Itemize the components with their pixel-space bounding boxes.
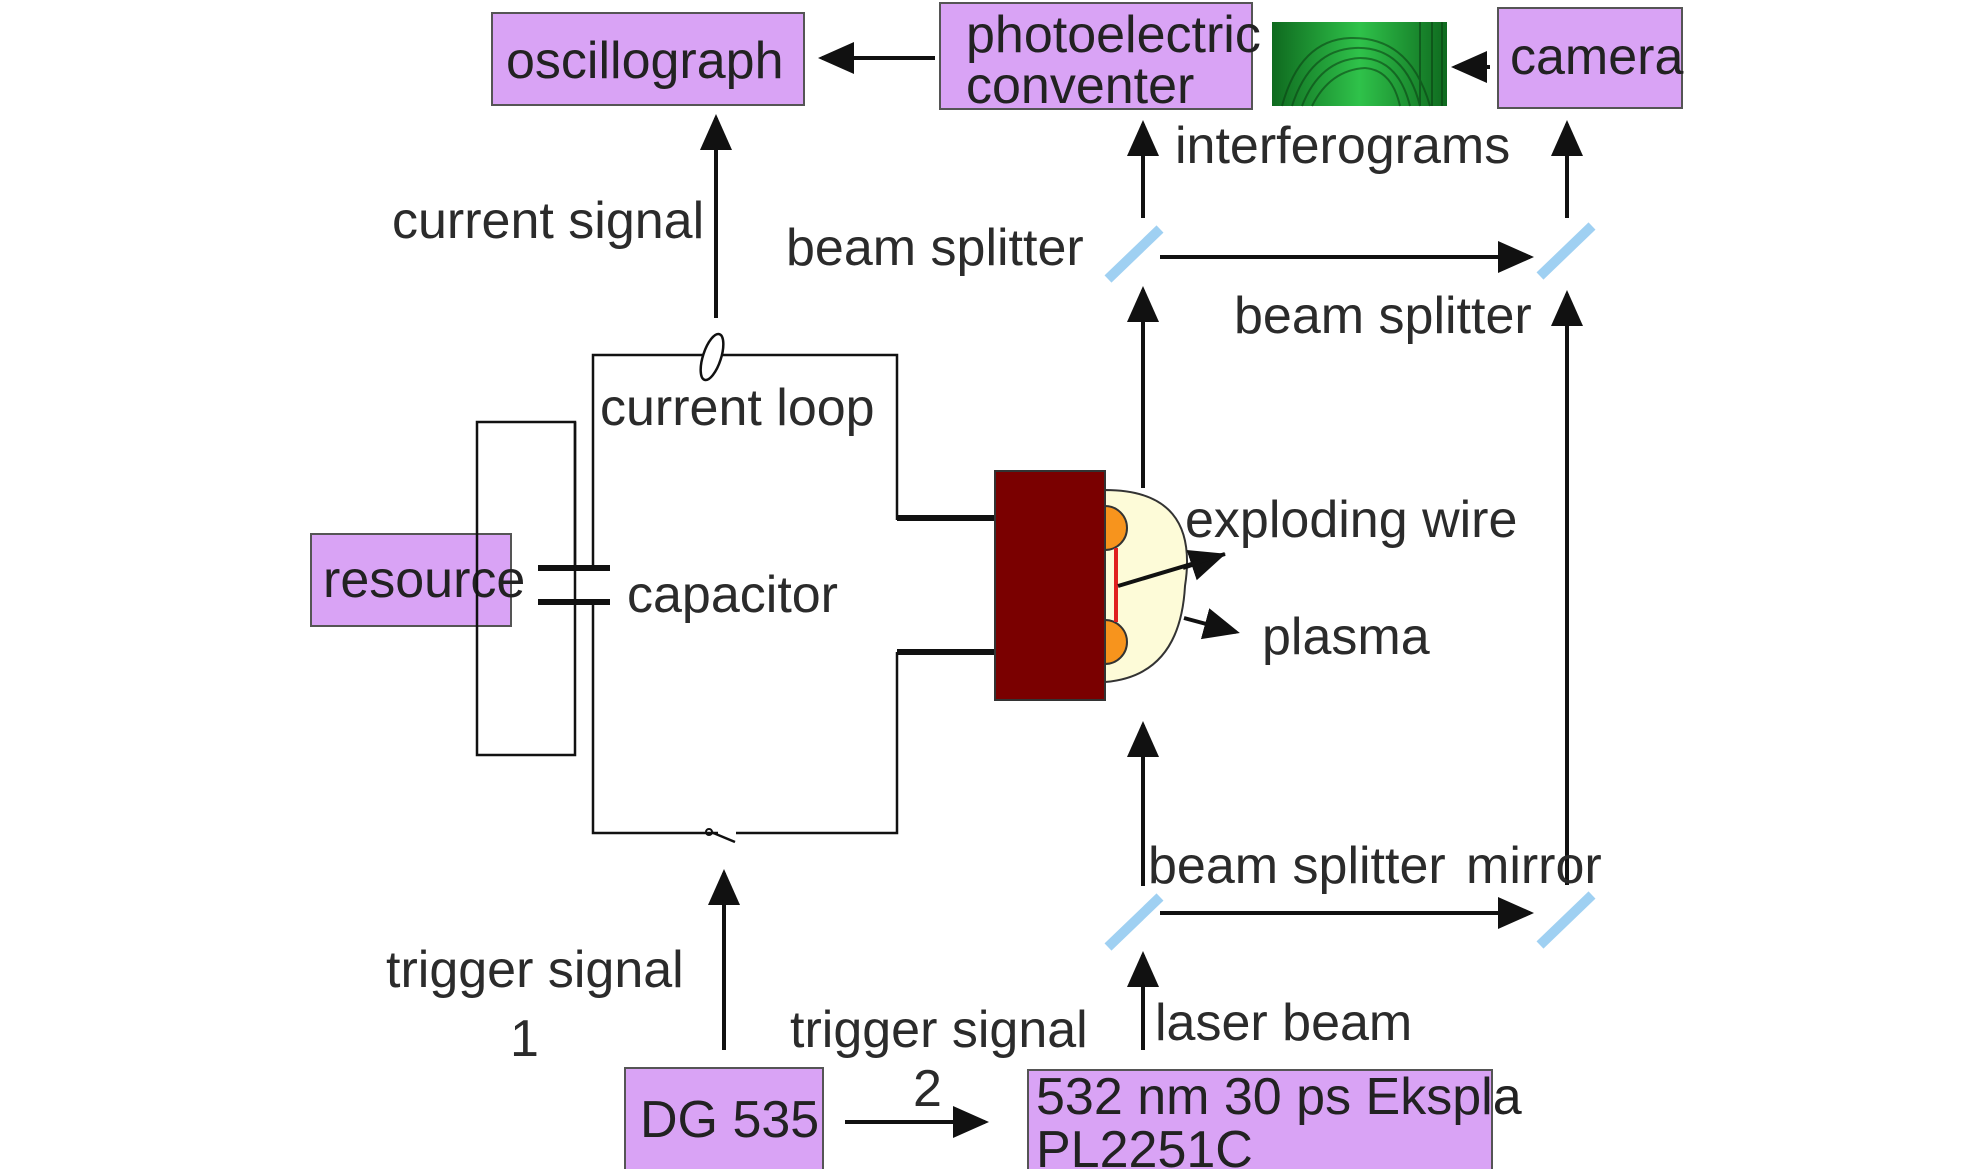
- photoelectric-converter-box: photoelectric conventer: [939, 2, 1261, 115]
- main-loop-bottom-wire-left: [591, 602, 718, 835]
- resource-box: resource: [310, 533, 525, 627]
- current-signal-label: current signal: [392, 192, 704, 250]
- beam-splitter-top-right: [1536, 222, 1596, 280]
- wire-chamber: [994, 470, 1189, 701]
- trigger-signal-1-number: 1: [510, 1010, 539, 1068]
- interferogram-image: [1272, 22, 1447, 107]
- beam-splitter-top-right-label: beam splitter: [1234, 287, 1532, 345]
- interferograms-label: interferograms: [1175, 117, 1510, 175]
- dg535-label: DG 535: [640, 1091, 819, 1149]
- camera-label: camera: [1510, 28, 1683, 86]
- switch-blade: [710, 830, 736, 844]
- chamber-block: [994, 470, 1106, 701]
- capacitor-circuit: [475, 332, 995, 844]
- photoelectric-label-line1: photoelectric: [966, 6, 1261, 64]
- electrode-bottom: [1104, 618, 1128, 666]
- interferogram-fringes: [1281, 22, 1443, 107]
- exploding-wire-label: exploding wire: [1185, 491, 1517, 549]
- camera-box: camera: [1497, 7, 1683, 109]
- trigger-signal-2-label: trigger signal: [790, 1001, 1088, 1059]
- laser-beam-label: laser beam: [1155, 994, 1412, 1052]
- resource-label: resource: [323, 551, 525, 609]
- beam-splitter-bottom: [1104, 893, 1164, 951]
- trigger-signal-1-label: trigger signal: [386, 941, 684, 999]
- mirror-label: mirror: [1466, 837, 1602, 895]
- laser-box: 532 nm 30 ps Ekspla PL2251C: [1027, 1068, 1522, 1169]
- labels: current signal interferograms beam split…: [386, 117, 1602, 1118]
- laser-label-line2: PL2251C: [1036, 1121, 1253, 1169]
- electrode-top: [1104, 504, 1128, 552]
- current-loop-label: current loop: [600, 379, 875, 437]
- plasma-label: plasma: [1262, 608, 1430, 666]
- arrow-plasma: [1183, 608, 1240, 640]
- trigger-signal-2-number: 2: [913, 1060, 942, 1118]
- arrows: [700, 42, 1583, 1138]
- main-loop-bottom-wire-right: [736, 652, 899, 835]
- capacitor-label: capacitor: [627, 566, 838, 624]
- optics: [1104, 222, 1596, 951]
- beam-splitter-top-left-label: beam splitter: [786, 219, 1084, 277]
- main-loop-top-wire: [591, 353, 899, 568]
- resource-loop-wire: [475, 420, 577, 757]
- beam-splitter-top-left: [1104, 225, 1164, 283]
- photoelectric-label-line2: conventer: [966, 57, 1194, 115]
- oscillograph-label: oscillograph: [506, 32, 784, 90]
- laser-label-line1: 532 nm 30 ps Ekspla: [1036, 1068, 1522, 1126]
- pointer-exploding-wire: [1117, 552, 1226, 588]
- dg535-box: DG 535: [624, 1067, 824, 1169]
- current-loop-coil: [699, 332, 725, 382]
- oscillograph-box: oscillograph: [491, 12, 805, 106]
- beam-splitter-bottom-label: beam splitter: [1148, 837, 1446, 895]
- mirror-bottom-right: [1536, 891, 1596, 949]
